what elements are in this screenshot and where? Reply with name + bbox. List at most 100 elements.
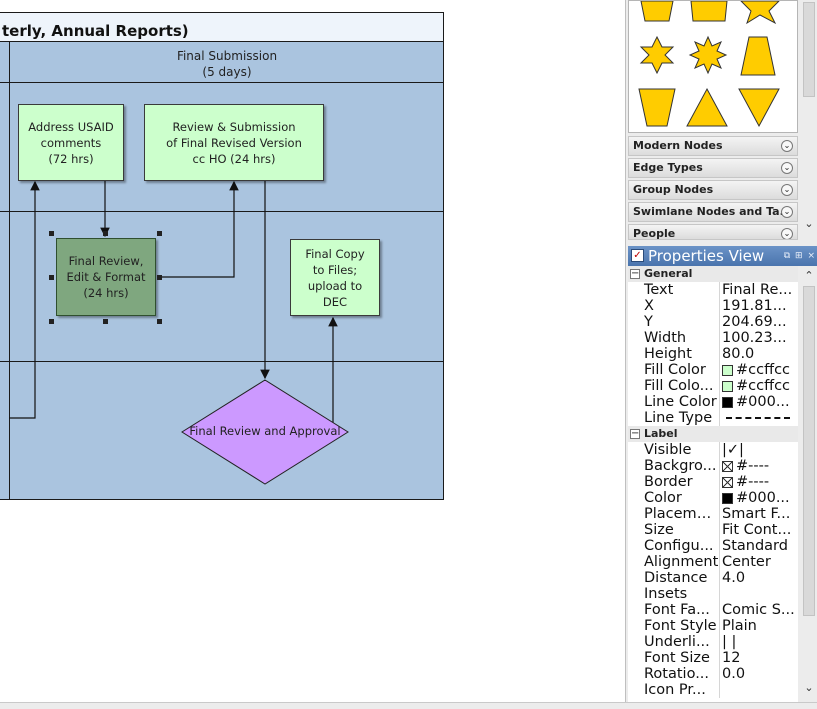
property-value[interactable]: |✓| [720,442,798,458]
palette-section-group-nodes[interactable]: Group Nodes⌄ [628,180,798,200]
property-value[interactable]: Center [720,554,798,570]
resize-handle-sw[interactable] [49,319,54,324]
properties-icon: ✓ [631,249,644,262]
final-review-approval-label: Final Review and Approval [189,424,341,438]
property-value[interactable]: #---- [720,458,798,474]
resize-handle-ne[interactable] [157,231,162,236]
property-value[interactable]: 12 [720,650,798,666]
palette-scrollbar[interactable]: ⌄ [800,0,817,240]
resize-handle-w[interactable] [49,275,54,280]
column-header[interactable]: Final Submission (5 days) [10,48,444,80]
property-row[interactable]: Rotatio...0.0 [628,666,798,682]
property-row[interactable]: Line Type [628,410,798,426]
diagram-title-bar: terly, Annual Reports) [0,12,444,42]
property-value[interactable]: Plain [720,618,798,634]
property-value[interactable]: 191.81... [720,298,798,314]
scroll-down-icon[interactable]: ⌄ [804,681,814,694]
node-final-copy[interactable]: Final Copy to Files; upload to DEC [290,239,380,316]
property-value[interactable]: #000... [720,394,798,410]
property-group-general[interactable]: − General [628,266,798,282]
diagram-canvas[interactable]: terly, Annual Reports) Final Submission … [0,0,625,709]
property-row[interactable]: Configu...Standard [628,538,798,554]
column-header-title: Final Submission [176,49,278,63]
property-value-text: #000... [736,394,790,410]
property-name: Underli... [628,634,720,650]
property-value[interactable]: 204.69... [720,314,798,330]
property-value[interactable]: 80.0 [720,346,798,362]
palette-section-edge-types[interactable]: Edge Types⌄ [628,158,798,178]
property-row[interactable]: Visible|✓| [628,442,798,458]
palette-section-people[interactable]: People⌄ [628,224,798,240]
property-value[interactable]: Smart F... [720,506,798,522]
property-value[interactable] [720,682,798,698]
chevron-down-icon: ⌄ [781,228,793,239]
property-row[interactable]: Fill Colo...#ccffcc [628,378,798,394]
property-row[interactable]: Insets [628,586,798,602]
property-name: Configu... [628,538,720,554]
property-row[interactable]: Backgro...#---- [628,458,798,474]
property-value[interactable]: #000... [720,490,798,506]
properties-view-title: Properties View [648,247,765,265]
property-value[interactable]: Comic S... [720,602,798,618]
property-value[interactable]: #ccffcc [720,378,798,394]
palette-section-modern-nodes[interactable]: Modern Nodes⌄ [628,136,798,156]
property-row[interactable]: Icon Pr... [628,682,798,698]
property-value[interactable]: #---- [720,474,798,490]
property-value[interactable]: 100.23... [720,330,798,346]
property-name: Fill Color [628,362,720,378]
property-value-text: | | [722,634,737,650]
property-value-text: Comic S... [722,602,795,618]
resize-handle-e[interactable] [157,275,162,280]
property-value[interactable]: Fit Cont... [720,522,798,538]
properties-scrollbar[interactable]: ⌃ ⌄ [800,266,817,702]
node-address-usaid-line3: (72 hrs) [48,151,94,166]
property-group-label-section[interactable]: − Label [628,426,798,442]
node-address-usaid[interactable]: Address USAID comments (72 hrs) [18,104,124,181]
properties-view-header[interactable]: ✓ Properties View ⧉ ⊞ × [628,246,817,266]
resize-handle-s[interactable] [103,319,108,324]
property-value[interactable]: Final Re... [720,282,798,298]
properties-scroll-thumb[interactable] [803,286,815,616]
property-row[interactable]: Font Fa...Comic S... [628,602,798,618]
property-name: Visible [628,442,720,458]
property-value[interactable] [720,410,798,426]
resize-handle-se[interactable] [157,319,162,324]
panel-window-controls-icon[interactable]: ⧉ ⊞ × [783,251,816,261]
property-row[interactable]: Border#---- [628,474,798,490]
shape-palette[interactable] [628,0,798,133]
palette-section-swimlane-nodes[interactable]: Swimlane Nodes and Ta...⌄ [628,202,798,222]
scroll-up-icon[interactable]: ⌃ [804,269,814,282]
node-final-review-edit-selected[interactable]: Final Review, Edit & Format (24 hrs) [56,238,156,316]
property-value[interactable] [720,586,798,602]
collapse-icon[interactable]: − [630,268,640,279]
property-row[interactable]: Color#000... [628,490,798,506]
property-row[interactable]: Line Color#000... [628,394,798,410]
property-value[interactable]: 4.0 [720,570,798,586]
node-review-submission[interactable]: Review & Submission of Final Revised Ver… [144,104,324,181]
property-name: Text [628,282,720,298]
resize-handle-nw[interactable] [49,231,54,236]
property-value[interactable]: #ccffcc [720,362,798,378]
palette-scroll-down-icon[interactable]: ⌄ [804,217,814,230]
resize-handle-n[interactable] [103,231,108,236]
palette-scroll-thumb[interactable] [803,2,815,97]
property-value[interactable]: | | [720,634,798,650]
property-row[interactable]: Fill Color#ccffcc [628,362,798,378]
property-value[interactable]: 0.0 [720,666,798,682]
property-value-text: 0.0 [722,666,746,682]
collapse-icon[interactable]: − [630,428,640,439]
property-value[interactable]: Standard [720,538,798,554]
property-row[interactable]: Underli...| | [628,634,798,650]
